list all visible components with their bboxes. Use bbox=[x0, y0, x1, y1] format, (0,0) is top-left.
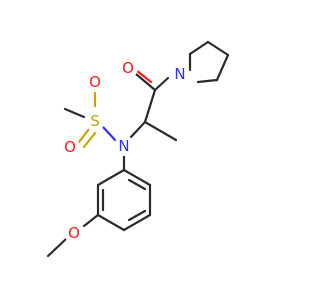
atom-labels: O N N S O O O bbox=[64, 59, 186, 242]
ring-bond-1 bbox=[122, 168, 152, 187]
pyrrolidine-3 bbox=[206, 40, 230, 57]
o-sulfonyl-top: O bbox=[89, 73, 101, 91]
bond-ring-o-methoxy bbox=[82, 213, 100, 228]
ring-bond-4 bbox=[96, 213, 126, 232]
pyrrolidine-4 bbox=[215, 53, 230, 82]
atom-backgrounds bbox=[60, 58, 190, 243]
n-sulfonamide: N bbox=[118, 137, 129, 155]
bond-s-methyl bbox=[63, 107, 86, 119]
bond-c2-o1-double bbox=[134, 68, 153, 84]
s-sulfonyl: S bbox=[90, 112, 100, 130]
bond-s-o-bottom-double bbox=[82, 131, 97, 149]
bond-c3-n2 bbox=[129, 120, 147, 139]
bond-c3-ch3 bbox=[143, 120, 178, 142]
o-sulfonyl-bottom: O bbox=[64, 138, 76, 156]
structure-drawing: O N N S O O O bbox=[46, 40, 230, 258]
o-carbonyl: O bbox=[122, 59, 134, 77]
bond-o-methyl bbox=[46, 237, 68, 258]
bond-c2-n4 bbox=[153, 76, 170, 92]
bond-n2-s bbox=[101, 125, 118, 143]
ring-bond-3 bbox=[122, 213, 152, 232]
ring-bond-6 bbox=[96, 168, 126, 187]
bonds bbox=[46, 40, 230, 258]
bond-s-o-bottom bbox=[77, 127, 91, 144]
bond-c2-c3 bbox=[143, 88, 157, 124]
n-pyrrolidine: N bbox=[174, 65, 185, 83]
o-methoxy: O bbox=[68, 224, 80, 242]
pyrrolidine-2 bbox=[188, 40, 210, 56]
ring-inner-2 bbox=[127, 209, 147, 222]
molecule-diagram: O N N S O O O bbox=[46, 40, 230, 258]
bond-c2-o1 bbox=[134, 72, 157, 92]
ring-inner-1 bbox=[127, 178, 147, 191]
pyrrolidine-5 bbox=[196, 78, 219, 84]
